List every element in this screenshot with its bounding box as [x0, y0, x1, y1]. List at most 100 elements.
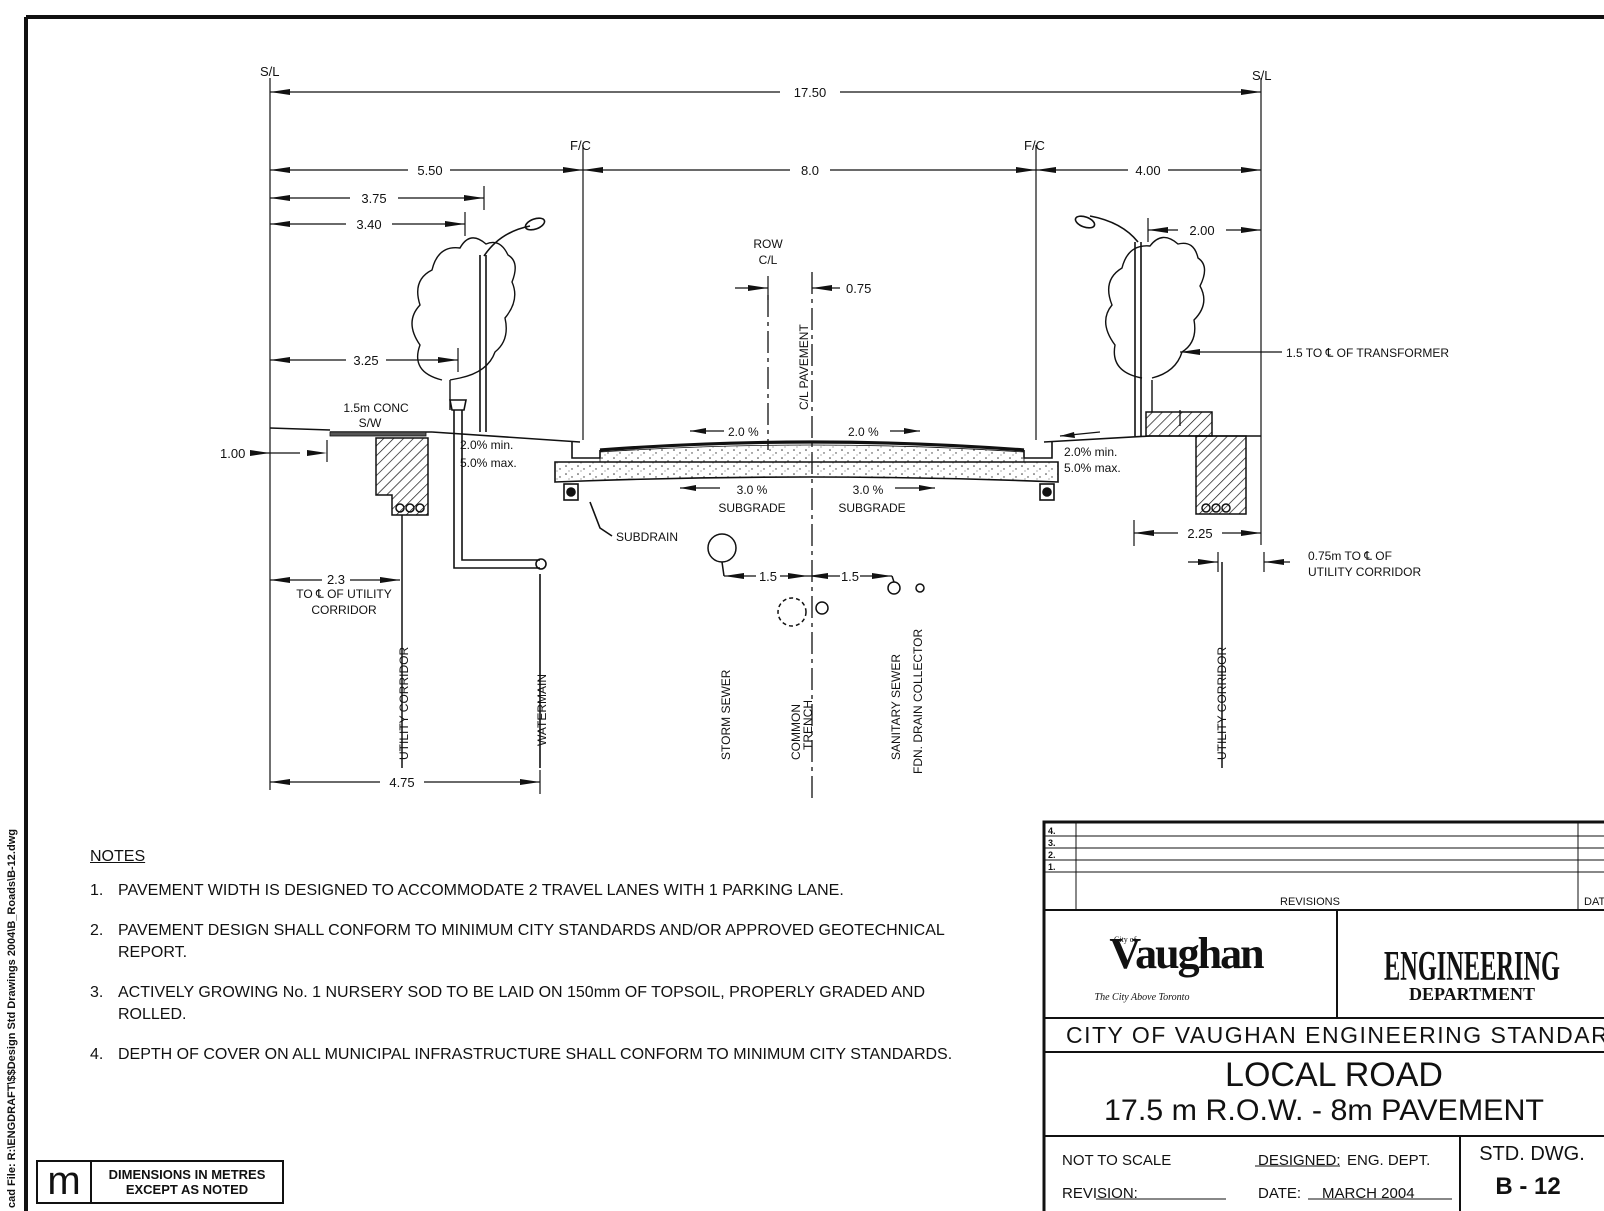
- dim-left-boulevard: 5.50: [417, 163, 442, 178]
- slope-left-2: 5.0% max.: [460, 456, 517, 470]
- metric-line-2: EXCEPT AS NOTED: [125, 1182, 249, 1197]
- metric-symbol: m: [38, 1161, 92, 1202]
- designed-label: DESIGNED:: [1258, 1152, 1341, 1169]
- dim-3-75: 3.75: [361, 191, 386, 206]
- note-number: 4.: [90, 1046, 104, 1063]
- utility-left-label-2: CORRIDOR: [311, 603, 377, 617]
- logo-tagline: The City Above Toronto: [1095, 992, 1190, 1003]
- metric-text: DIMENSIONS IN METRES EXCEPT AS NOTED: [92, 1162, 282, 1202]
- slope-arrowheads: [680, 428, 1075, 491]
- streetlight-right: [1074, 215, 1142, 436]
- date-column-label: DAT: [1584, 896, 1604, 908]
- note-text: PAVEMENT DESIGN SHALL CONFORM TO MINIMUM…: [118, 922, 945, 961]
- subdrain-left: [563, 483, 613, 537]
- drawing-number: B - 12: [1495, 1173, 1560, 1200]
- dim-1-5-right: 1.5: [841, 569, 859, 584]
- centre-lines: [767, 272, 813, 800]
- rev-row-1: 1.: [1048, 862, 1056, 872]
- drawing-subtitle: 17.5 m R.O.W. - 8m PAVEMENT: [1104, 1094, 1544, 1127]
- cad-file-path: cad File: R:\ENGDRAFT\$$Design Std Drawi…: [6, 829, 18, 1208]
- slope-right-1: 2.0% min.: [1064, 445, 1117, 459]
- tree-right: [1105, 236, 1206, 412]
- fc-right-label: F/C: [1024, 138, 1045, 153]
- row-cl-label-1: ROW: [753, 237, 783, 251]
- subgrade-slope-right: 3.0 %: [853, 483, 884, 497]
- storm-sewer-label: STORM SEWER: [719, 669, 733, 760]
- title-block-text: 4. 3. 2. 1. REVISIONS DAT City of Vaugha…: [1048, 826, 1604, 1202]
- std-dwg-label: STD. DWG.: [1479, 1143, 1585, 1165]
- utility-trench-right: [1145, 411, 1247, 768]
- sidewalk-label-2: S/W: [359, 416, 382, 430]
- note-item: 4. DEPTH OF COVER ON ALL MUNICIPAL INFRA…: [90, 1044, 990, 1066]
- revisions-label: REVISIONS: [1280, 896, 1340, 908]
- watermain: [449, 399, 547, 768]
- date-label: DATE:: [1258, 1185, 1301, 1202]
- rev-row-4: 4.: [1048, 826, 1056, 836]
- dim-right-boulevard: 4.00: [1135, 163, 1160, 178]
- utility-corridor-left-label: UTILITY CORRIDOR: [397, 647, 411, 760]
- row-cl-label-2: C/L: [759, 253, 778, 267]
- drawing-title: LOCAL ROAD: [1225, 1056, 1443, 1094]
- dim-pavement: 8.0: [801, 163, 819, 178]
- dim-row-total: 17.50: [794, 85, 827, 100]
- streetlight-left: [479, 217, 546, 432]
- subdrain-right: [1039, 483, 1055, 501]
- note-number: 1.: [90, 882, 104, 899]
- cl-pavement-label: C/L PAVEMENT: [797, 324, 811, 410]
- note-item: 1. PAVEMENT WIDTH IS DESIGNED TO ACCOMMO…: [90, 880, 990, 902]
- note-number: 3.: [90, 984, 104, 1001]
- dim-2-00: 2.00: [1189, 223, 1214, 238]
- rev-row-3: 3.: [1048, 838, 1056, 848]
- dim-4-75: 4.75: [389, 775, 414, 790]
- date-value: MARCH 2004: [1322, 1185, 1415, 1202]
- cross-slope-left: 2.0 %: [728, 425, 759, 439]
- subgrade-right: SUBGRADE: [838, 501, 905, 515]
- utility-left-label-1: TO ℄ OF UTILITY: [296, 587, 392, 601]
- dimension-arrows: [250, 89, 1284, 785]
- common-trench-label-2: TRENCH: [801, 700, 815, 750]
- utility-right-label-2: UTILITY CORRIDOR: [1308, 565, 1421, 579]
- department-logo: DEPARTMENT: [1409, 984, 1535, 1004]
- note-item: 3. ACTIVELY GROWING No. 1 NURSERY SOD TO…: [90, 982, 990, 1026]
- engineering-logo: ENGINEERING: [1384, 944, 1560, 990]
- scale-label: NOT TO SCALE: [1062, 1152, 1171, 1169]
- sidewalk-label-1: 1.5m CONC: [343, 401, 409, 415]
- subdrain-label: SUBDRAIN: [616, 530, 678, 544]
- revision-label: REVISION:: [1062, 1185, 1138, 1202]
- dim-2-25: 2.25: [1187, 526, 1212, 541]
- fdn-drain-label: FDN. DRAIN COLLECTOR: [911, 629, 925, 774]
- dim-1-00: 1.00: [220, 446, 245, 461]
- watermain-label: WATERMAIN: [535, 674, 549, 746]
- standards-heading: CITY OF VAUGHAN ENGINEERING STANDAR: [1066, 1022, 1604, 1048]
- vaughan-logo: Vaughan: [1109, 929, 1264, 978]
- subgrade-slope-left: 3.0 %: [737, 483, 768, 497]
- notes-section: NOTES 1. PAVEMENT WIDTH IS DESIGNED TO A…: [90, 846, 990, 1084]
- sl-left-label: S/L: [260, 64, 280, 79]
- designed-value: ENG. DEPT.: [1347, 1152, 1430, 1169]
- rev-row-2: 2.: [1048, 850, 1056, 860]
- note-text: PAVEMENT WIDTH IS DESIGNED TO ACCOMMODAT…: [118, 882, 844, 899]
- dim-0-75: 0.75: [846, 281, 871, 296]
- note-item: 2. PAVEMENT DESIGN SHALL CONFORM TO MINI…: [90, 920, 990, 964]
- tree-left: [411, 237, 516, 410]
- dim-2-3: 2.3: [327, 572, 345, 587]
- utility-trench-left: [375, 437, 429, 768]
- road-section: [269, 427, 1261, 483]
- fc-left-label: F/C: [570, 138, 591, 153]
- utility-corridor-right-label: UTILITY CORRIDOR: [1215, 647, 1229, 760]
- slope-right-2: 5.0% max.: [1064, 461, 1121, 475]
- dim-3-40: 3.40: [356, 217, 381, 232]
- note-text: DEPTH OF COVER ON ALL MUNICIPAL INFRASTR…: [118, 1046, 953, 1063]
- note-number: 2.: [90, 922, 104, 939]
- slope-left-1: 2.0% min.: [460, 438, 513, 452]
- title-block: [1042, 820, 1604, 1211]
- sewers: [707, 533, 925, 627]
- metric-line-1: DIMENSIONS IN METRES: [108, 1167, 266, 1182]
- notes-heading: NOTES: [90, 848, 146, 865]
- subgrade-left: SUBGRADE: [718, 501, 785, 515]
- common-trench-label-1: COMMON: [789, 704, 803, 760]
- cross-slope-right: 2.0 %: [848, 425, 879, 439]
- dim-1-5-left: 1.5: [759, 569, 777, 584]
- sl-right-label: S/L: [1252, 68, 1272, 83]
- metric-units-box: m DIMENSIONS IN METRES EXCEPT AS NOTED: [36, 1160, 284, 1204]
